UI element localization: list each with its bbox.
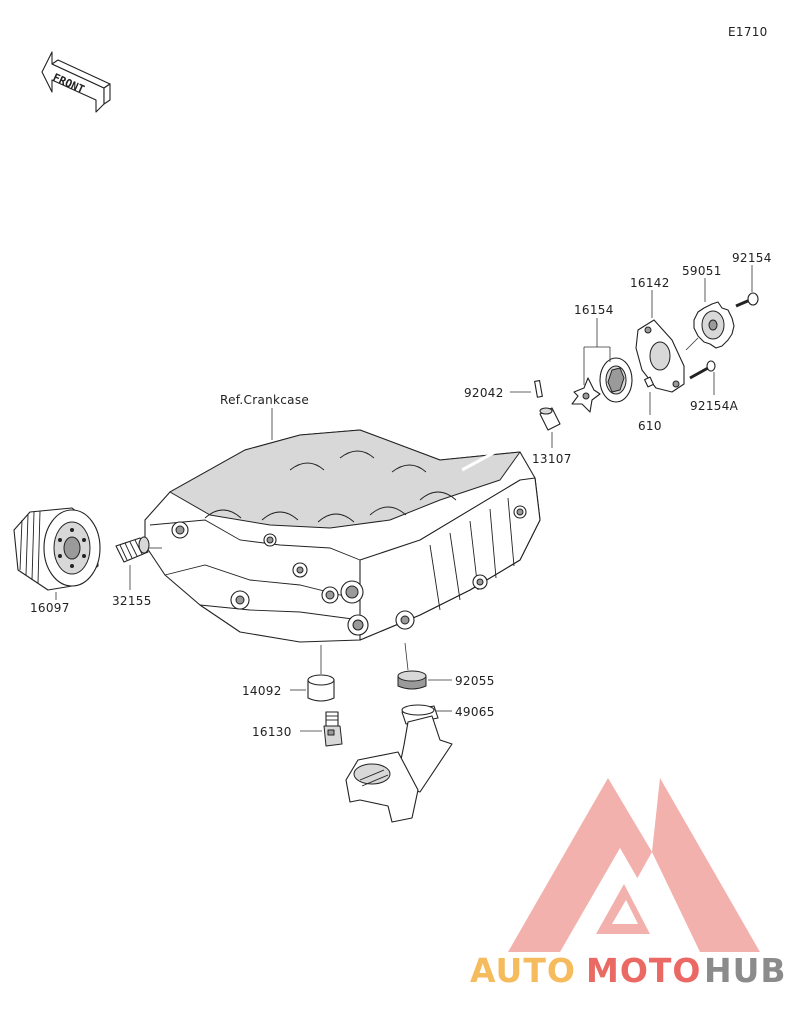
logo-text-moto: MOTO (586, 951, 701, 990)
bolt-92154A (689, 360, 716, 380)
outer-rotor-16154 (599, 357, 633, 403)
oil-pipe-32155 (115, 536, 150, 563)
part-label-32155: 32155 (112, 594, 152, 608)
crankcase (144, 423, 546, 643)
part-label-16130: 16130 (252, 725, 292, 739)
ref-crankcase-label: Ref.Crankcase (220, 393, 309, 407)
dowel-pin-610 (644, 376, 654, 388)
part-label-92154A: 92154A (690, 399, 739, 413)
part-label-16142: 16142 (630, 276, 670, 290)
part-label-14092: 14092 (242, 684, 282, 698)
front-arrow-icon: FRONT (41, 51, 111, 113)
pump-cover-16142 (635, 319, 685, 393)
part-label-610: 610 (638, 419, 662, 433)
part-label-92042: 92042 (464, 386, 504, 400)
part-label-16154: 16154 (574, 303, 614, 317)
cap-14092 (307, 674, 335, 702)
automotohub-logo: AUTO MOTO HUB (470, 778, 787, 990)
oil-filter (13, 507, 101, 591)
oil-strainer-49065 (345, 704, 453, 823)
part-label-13107: 13107 (532, 452, 572, 466)
inner-rotor-16154 (571, 377, 601, 413)
oil-pressure-switch-16130 (323, 711, 343, 747)
collar-13107 (539, 407, 561, 431)
part-label-16097: 16097 (30, 601, 70, 615)
bolt-92154 (735, 292, 759, 308)
o-ring-92055 (397, 670, 427, 690)
part-label-92055: 92055 (455, 674, 495, 688)
pump-gear-59051 (693, 301, 735, 349)
pin-92042 (534, 380, 543, 398)
logo-text-hub: HUB (704, 951, 787, 990)
diagram-code: E1710 (728, 25, 768, 39)
part-label-59051: 59051 (682, 264, 722, 278)
logo-text-auto: AUTO (470, 951, 576, 990)
part-label-49065: 49065 (455, 705, 495, 719)
part-label-92154: 92154 (732, 251, 772, 265)
